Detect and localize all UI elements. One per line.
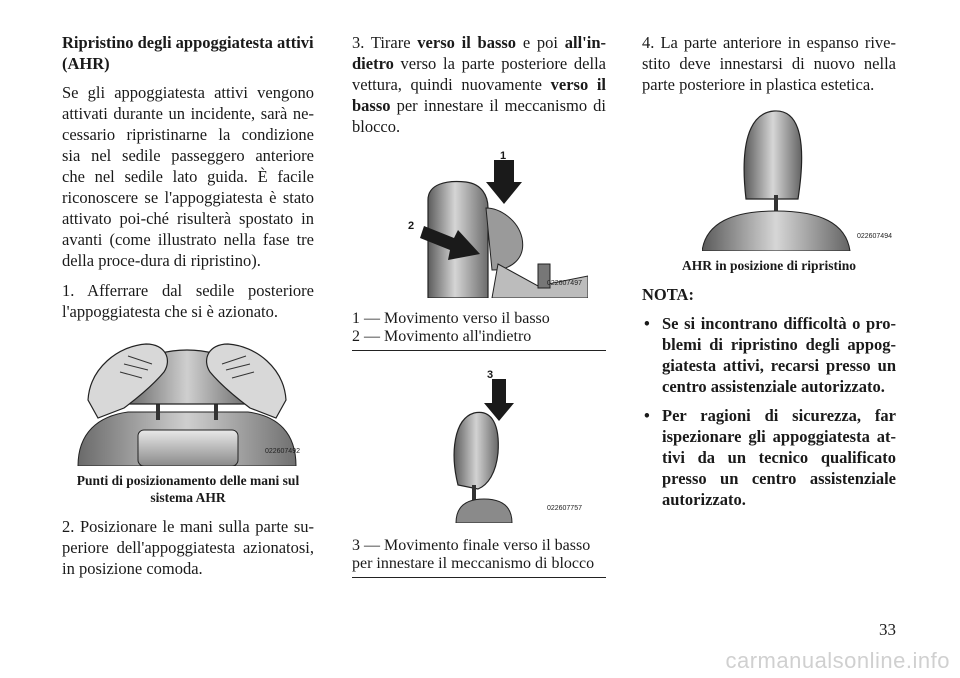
headrest-arrows-illustration bbox=[420, 160, 589, 299]
legend-item-2: 2 — Movimento all'indietro bbox=[352, 328, 532, 345]
figure-code: 022607497 bbox=[546, 280, 582, 287]
step-2: 2. Posizionare le mani sulla parte su-pe… bbox=[62, 517, 314, 578]
figure-caption: Punti di posizionamento delle mani sul s… bbox=[76, 473, 300, 505]
legend-item-1: 1 — Movimento verso il basso bbox=[352, 310, 550, 327]
page-number: 33 bbox=[879, 620, 896, 639]
column-3: 4. La parte anteriore in espanso rive-st… bbox=[642, 32, 896, 518]
intro-paragraph: Se gli appoggiatesta attivi vengono atti… bbox=[62, 83, 314, 270]
figure-headrest-movement-3: 3 022607757 bbox=[388, 369, 588, 524]
figure-caption: AHR in posizione di ripristino bbox=[681, 258, 857, 273]
arrow-label-1: 1 bbox=[500, 150, 507, 162]
headrest-hands-illustration bbox=[77, 343, 297, 467]
step-1: 1. Afferrare dal sedile posteriore l'app… bbox=[62, 281, 314, 321]
nota-item: Per ragioni di sicurezza, far ispezionar… bbox=[642, 405, 896, 510]
nota-list: Se si incontrano difficoltà o pro-blemi … bbox=[642, 313, 896, 510]
section-heading: Ripristino degli appoggiatesta attivi (A… bbox=[62, 33, 314, 73]
step-3-text: 3. Tirare bbox=[352, 33, 418, 52]
figure-code: 022607494 bbox=[856, 233, 892, 240]
watermark-footer[interactable]: carmanualsonline.info bbox=[725, 648, 950, 673]
legend-movements-1-2: 1 — Movimento verso il basso 2 — Movimen… bbox=[352, 310, 606, 351]
step-3-emphasis: verso il basso bbox=[352, 75, 606, 115]
headrest-final-down-illustration bbox=[453, 379, 514, 524]
step-3-text: per innestare il meccanismo di blocco. bbox=[352, 96, 606, 136]
step-3-emphasis: verso il basso bbox=[417, 33, 517, 52]
headrest-reset-illustration bbox=[701, 110, 851, 252]
arrow-label-3: 3 bbox=[487, 369, 494, 381]
column-2: 3. Tirare verso il basso e poi all'in-di… bbox=[352, 32, 606, 578]
legend-movement-3: 3 — Movimento finale verso il basso per … bbox=[352, 537, 606, 578]
figure-headrest-movement-1-2: 1 2 022607497 bbox=[388, 146, 589, 299]
figure-hands-on-headrest: 022607492 bbox=[68, 338, 306, 467]
figure-headrest-reset: 022607494 bbox=[701, 107, 892, 252]
step-3-emphasis: all'in-dietro bbox=[352, 33, 606, 73]
step-3-text: e poi bbox=[516, 33, 565, 52]
step-4: 4. La parte anteriore in espanso rive-st… bbox=[642, 33, 896, 94]
figure-code: 022607757 bbox=[546, 505, 582, 512]
nota-title: NOTA: bbox=[642, 285, 694, 304]
step-3: 3. Tirare verso il basso e poi all'in-di… bbox=[352, 32, 606, 137]
column-1: Ripristino degli appoggiatesta attivi (A… bbox=[62, 32, 314, 588]
figure-code: 022607492 bbox=[264, 448, 300, 455]
nota-item: Se si incontrano difficoltà o pro-blemi … bbox=[642, 313, 896, 397]
arrow-label-2: 2 bbox=[408, 220, 415, 232]
step-3-text: verso la parte posteriore della vettura,… bbox=[352, 54, 606, 94]
